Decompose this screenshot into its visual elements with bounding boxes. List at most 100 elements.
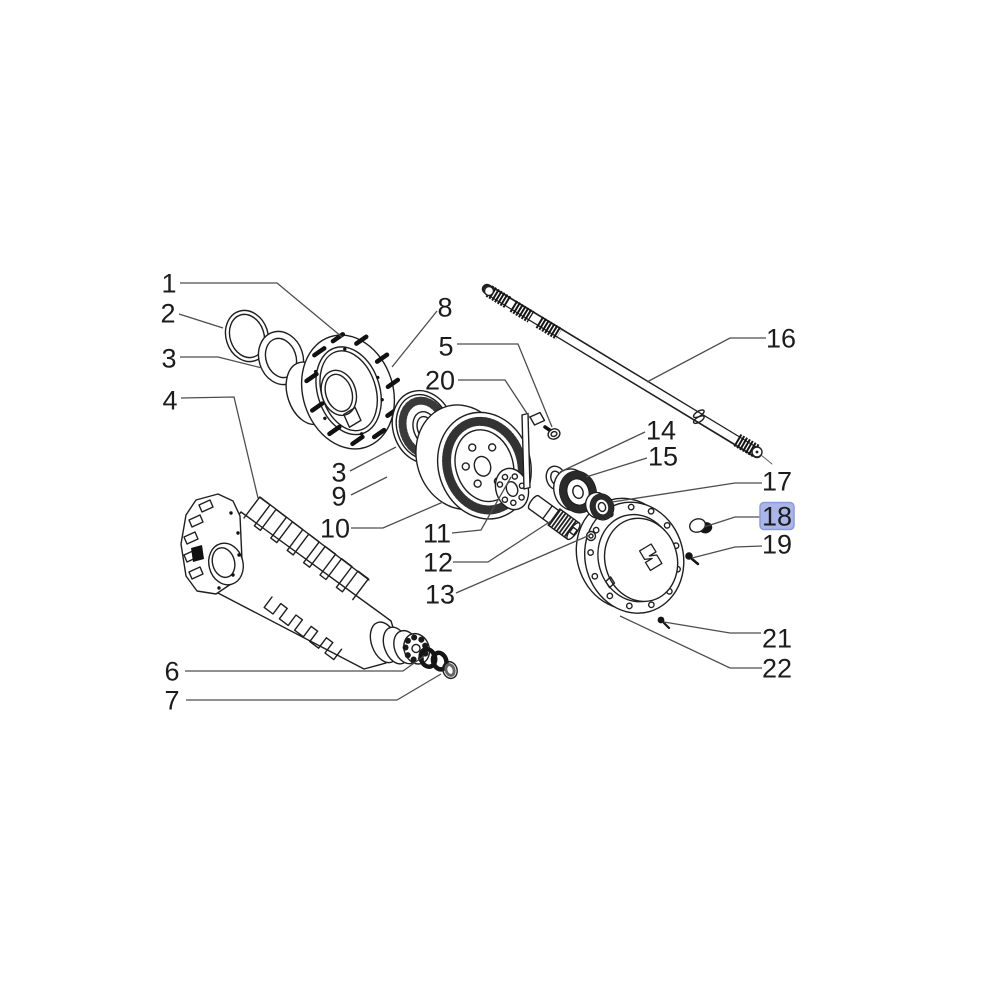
shaft-collar: [692, 409, 705, 425]
callout-22[interactable]: 22: [619, 615, 792, 684]
callout-11[interactable]: 11: [423, 476, 512, 549]
part-number: 20: [425, 366, 455, 396]
leader-line: [185, 655, 425, 672]
callout-1[interactable]: 1: [161, 269, 343, 338]
part-sun-shaft-12: [527, 494, 581, 541]
callout-20[interactable]: 20: [425, 366, 531, 419]
leader-line: [349, 446, 397, 472]
part-axle-shaft-16: [481, 283, 773, 465]
part-number: 3: [331, 458, 346, 488]
callout-21[interactable]: 21: [663, 621, 792, 654]
part-number: 4: [162, 386, 177, 416]
part-gear-15: [553, 468, 598, 514]
part-number: 10: [320, 514, 350, 544]
callout-2[interactable]: 2: [160, 299, 224, 329]
part-ring-2: [224, 309, 270, 363]
part-number: 18: [762, 502, 792, 532]
part-number: 14: [646, 416, 676, 446]
callout-16[interactable]: 16: [646, 324, 796, 383]
callout-18[interactable]: 18: [703, 501, 795, 532]
part-plug-18: [689, 518, 713, 534]
leader-line: [619, 615, 762, 669]
leader-line: [350, 476, 388, 496]
leader-line: [455, 534, 591, 594]
leader-line: [180, 282, 343, 338]
part-number: 22: [762, 654, 792, 684]
part-bolt-5: [529, 411, 561, 440]
part-number: 8: [437, 293, 452, 323]
callout-19[interactable]: 19: [691, 530, 792, 560]
part-wheel-hub-1: [285, 332, 401, 450]
leader-line: [178, 313, 224, 329]
part-number: 2: [160, 299, 175, 329]
leader-line: [180, 356, 263, 369]
part-number: 16: [766, 324, 796, 354]
callout-7[interactable]: 7: [164, 673, 442, 716]
leader-line: [451, 476, 512, 534]
leader-line: [703, 516, 760, 528]
callout-4[interactable]: 4: [162, 386, 259, 499]
leader-line: [646, 337, 766, 383]
callout-3[interactable]: 3: [161, 344, 263, 374]
callout-14[interactable]: 14: [559, 416, 676, 473]
callout-17[interactable]: 17: [611, 467, 792, 503]
part-snap-ring-13: [585, 530, 597, 542]
callout-15[interactable]: 15: [585, 442, 678, 478]
part-number: 3: [161, 344, 176, 374]
hub-bolt-holes: [313, 347, 384, 436]
diagram-drawing: [180, 283, 773, 680]
part-number: 6: [164, 657, 179, 687]
callout-3[interactable]: 3: [331, 446, 397, 488]
housing-tabs: [263, 596, 343, 661]
callout-6[interactable]: 6: [164, 655, 425, 687]
part-number: 13: [425, 580, 455, 610]
leader-line: [351, 501, 444, 529]
part-number: 7: [164, 686, 179, 716]
leader-line: [559, 431, 646, 473]
callout-10[interactable]: 10: [320, 501, 444, 544]
leader-line: [453, 520, 552, 563]
wheel-studs: [304, 332, 401, 447]
brand-emblem-icon: [638, 543, 663, 572]
leader-line: [391, 310, 438, 368]
leader-line: [585, 457, 648, 478]
part-cover-plate-22: [575, 497, 685, 614]
leader-line: [458, 379, 531, 419]
flange-bowl: [208, 542, 244, 586]
callout-13[interactable]: 13: [425, 534, 591, 610]
leader-line: [457, 343, 553, 428]
callout-9[interactable]: 9: [331, 476, 388, 512]
part-number: 1: [161, 269, 176, 299]
cover-notch: [604, 576, 616, 589]
callout-8[interactable]: 8: [391, 293, 453, 368]
part-number: 15: [648, 442, 678, 472]
part-number: 11: [423, 519, 451, 549]
part-screw-21: [657, 616, 671, 630]
part-screw-19: [685, 552, 700, 566]
part-seal-6: [418, 646, 449, 672]
callout-12[interactable]: 12: [423, 520, 552, 578]
leader-line: [180, 396, 259, 499]
flange-window: [191, 545, 204, 562]
part-number: 21: [762, 624, 792, 654]
callout-5[interactable]: 5: [438, 332, 553, 428]
part-pin-20: [521, 412, 531, 490]
hub-keyway: [343, 406, 362, 428]
leader-line: [691, 545, 763, 559]
part-number: 12: [423, 548, 453, 578]
part-carrier-plate-11: [494, 467, 530, 511]
flange-bolt-dots: [217, 511, 241, 590]
part-number: 19: [762, 530, 792, 560]
flange-slots: [183, 499, 214, 580]
part-number: 9: [331, 482, 346, 512]
part-number: 5: [438, 332, 453, 362]
part-axle-housing-4: [180, 493, 431, 670]
fin-ridge: [259, 496, 370, 581]
part-gear-17: [584, 491, 615, 521]
highlight-box: [759, 501, 795, 531]
part-seal-7: [442, 660, 458, 680]
part-number: 17: [762, 467, 792, 497]
